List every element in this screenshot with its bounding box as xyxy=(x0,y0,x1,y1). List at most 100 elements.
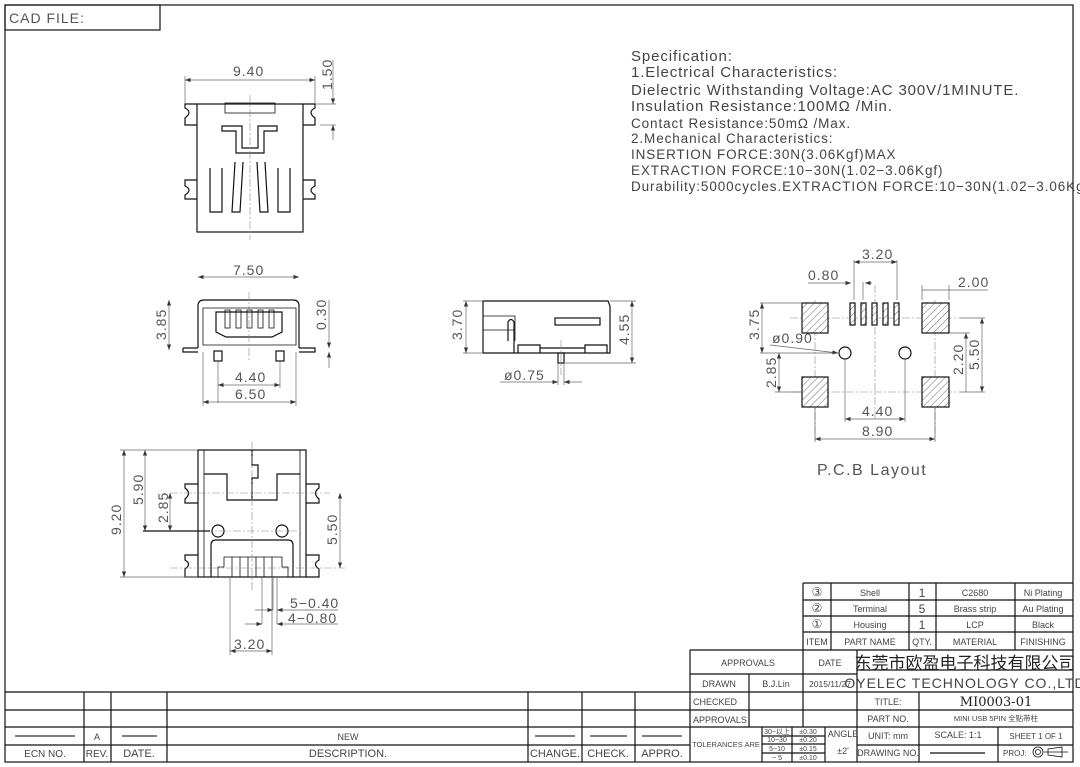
dim-pcb-total: 8.90 xyxy=(862,423,893,439)
tolerances-label: TOLERANCES ARE xyxy=(692,740,760,749)
dim-pcb-d2: 5.50 xyxy=(966,339,982,370)
drawing-title: MI0003-01 xyxy=(960,695,1032,710)
tolerance-value: ±0.10 xyxy=(799,755,817,762)
dim-bottom-span: 3.20 xyxy=(234,636,265,652)
sheet-border xyxy=(4,4,1074,763)
company-name-cn: 东莞市欧盈电子科技有限公司 xyxy=(855,654,1076,674)
bom-item: ③ xyxy=(812,585,823,599)
front-view: 7.50 3.85 0.30 4.40 6.50 xyxy=(153,262,332,406)
tolerance-value: ±0.30 xyxy=(799,729,817,736)
projection-label: PROJ: xyxy=(1003,749,1027,758)
dim-pcb-height: 3.75 xyxy=(746,309,762,340)
tolerance-value: ±0.15 xyxy=(799,746,817,753)
scale-label: SCALE: 1:1 xyxy=(934,730,981,740)
dim-front-offset: 0.30 xyxy=(313,299,329,330)
appro-header: APPRO. xyxy=(641,748,683,760)
tolerance-value: ±0.20 xyxy=(799,737,817,744)
dim-pcb-hole-offset: 2.85 xyxy=(763,357,779,388)
drawn-label: DRAWN xyxy=(702,679,736,689)
bom-part: Terminal xyxy=(853,604,887,614)
dim-pcb-hole: ø0.90 xyxy=(772,330,813,346)
spec-line: 2.Mechanical Characteristics: xyxy=(631,131,833,146)
tolerance-range: 10~30 xyxy=(767,737,787,744)
date-header: DATE. xyxy=(123,748,155,760)
bottom-view: 9.20 5.90 2.85 5.50 5−0.40 4−0.80 3.20 xyxy=(108,442,345,655)
specification-text: Specification: 1.Electrical Characterist… xyxy=(631,48,1080,194)
bom-header: MATERIAL xyxy=(953,637,997,647)
description-value: NEW xyxy=(338,732,360,742)
dim-front-pin-span: 4.40 xyxy=(235,369,266,385)
approvals-row-label: APPROVALS xyxy=(693,715,747,725)
bom-qty: 1 xyxy=(919,618,926,632)
drawn-date: 2015/11/27 xyxy=(809,679,851,689)
approvals-label: APPROVALS xyxy=(721,658,775,668)
pcb-pad xyxy=(801,302,829,334)
drawing-no-label: DRAWING NO. xyxy=(857,748,919,758)
checked-label: CHECKED xyxy=(693,697,738,707)
dim-top-height: 1.50 xyxy=(319,59,335,90)
pcb-pad xyxy=(921,376,950,408)
unit-label: UNIT: mm xyxy=(868,731,908,741)
top-view: 9.40 1.50 xyxy=(184,59,336,240)
angle-tolerance: ±2' xyxy=(837,746,849,756)
tolerance-range: ~ 5 xyxy=(772,755,782,762)
part-no-label: PART NO. xyxy=(867,714,909,724)
bom-item: ① xyxy=(812,617,823,631)
dim-top-width: 9.40 xyxy=(233,63,264,79)
dim-bottom-d3: 5.50 xyxy=(324,514,340,545)
pcb-layout-title: P.C.B Layout xyxy=(817,462,927,479)
bom-item: ② xyxy=(812,601,823,615)
bom-qty: 5 xyxy=(919,602,926,616)
drawn-by: B.J.Lin xyxy=(762,679,790,689)
revision-table: A NEW ECN NO. REV. DATE. DESCRIPTION. CH… xyxy=(15,692,683,762)
spec-line: 1.Electrical Characteristics: xyxy=(631,64,838,81)
bom-finishing: Ni Plating xyxy=(1024,588,1063,598)
bom-header: PART NAME xyxy=(844,637,896,647)
tolerance-range: 30~以上 xyxy=(764,727,790,736)
bom-table: ③ Shell 1 C2680 Ni Plating ② Terminal 5 … xyxy=(802,582,1073,650)
pcb-layout: 3.20 0.80 2.00 3.75 ø0.90 2.85 2.20 5.50… xyxy=(746,246,989,479)
spec-line: INSERTION FORCE:30N(3.06Kgf)MAX xyxy=(631,147,896,162)
bom-material: LCP xyxy=(966,620,984,630)
bom-header: QTY. xyxy=(912,637,932,647)
change-header: CHANGE. xyxy=(530,748,580,760)
sheet-label: SHEET 1 OF 1 xyxy=(1009,732,1063,741)
dim-pcb-d1: 2.20 xyxy=(950,344,966,375)
part-no: MINI USB 5PIN 全贴带柱 xyxy=(954,713,1039,723)
spec-line: Contact Resistance:50mΩ /Max. xyxy=(631,116,851,131)
spec-line: Insulation Resistance:100MΩ /Min. xyxy=(631,98,893,115)
company-name-en: OYELEC TECHNOLOGY CO.,LTD xyxy=(844,675,1080,691)
dim-pcb-hole-span: 4.40 xyxy=(862,403,893,419)
dim-bottom-length: 9.20 xyxy=(108,504,124,535)
dim-bottom-pins: 5−0.40 xyxy=(290,595,339,611)
check-header: CHECK. xyxy=(587,748,629,760)
bom-material: C2680 xyxy=(962,588,989,598)
bom-part: Shell xyxy=(860,588,880,598)
revision-value: A xyxy=(94,732,100,742)
bom-header: ITEM xyxy=(806,637,828,647)
bom-header: FINISHING xyxy=(1020,637,1066,647)
pcb-pad xyxy=(801,376,829,408)
spec-line: EXTRACTION FORCE:10−30N(1.02−3.06Kgf) xyxy=(631,163,943,178)
spec-line: Dielectric Withstanding Voltage:AC 300V/… xyxy=(631,82,1019,99)
projection-symbol-icon xyxy=(1032,746,1068,758)
dim-bottom-pitch: 4−0.80 xyxy=(288,610,337,626)
dim-bottom-d1: 5.90 xyxy=(130,474,146,505)
cad-file-label: CAD FILE: xyxy=(9,10,85,26)
dim-side-total-height: 4.55 xyxy=(616,314,632,345)
description-header: DESCRIPTION. xyxy=(309,748,387,760)
bom-finishing: Au Plating xyxy=(1022,604,1063,614)
spec-line: Specification: xyxy=(631,48,733,65)
date-label: DATE xyxy=(818,658,841,668)
title-block: APPROVALS DATE 东莞市欧盈电子科技有限公司 OYELEC TECH… xyxy=(5,649,1080,762)
dim-bottom-d2: 2.85 xyxy=(155,492,171,523)
cad-file-box xyxy=(4,4,161,31)
bom-material: Brass strip xyxy=(954,604,997,614)
pcb-pad xyxy=(921,302,950,334)
dim-front-foot-span: 6.50 xyxy=(235,386,266,402)
dim-front-height: 3.85 xyxy=(153,309,169,340)
dim-pcb-big-pad: 2.00 xyxy=(958,274,989,290)
dim-pcb-span: 3.20 xyxy=(862,246,893,262)
dim-pcb-pad-width: 0.80 xyxy=(808,267,839,283)
